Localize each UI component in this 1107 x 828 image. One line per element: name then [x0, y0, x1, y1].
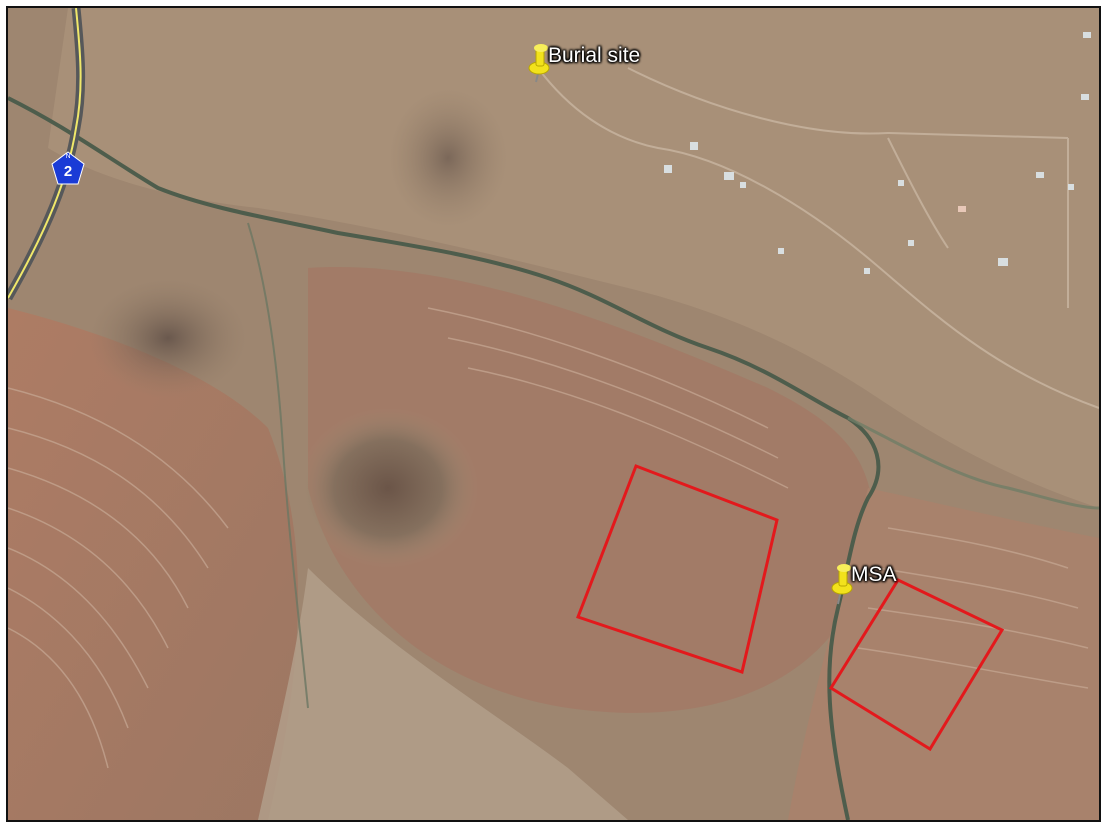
satellite-map[interactable]: [8, 8, 1099, 820]
terrain-dark-hill: [88, 278, 248, 398]
highway-centerline: [8, 8, 82, 299]
terrain-upper-plateau: [48, 8, 1099, 508]
dirt-tracks: [537, 67, 1099, 409]
terrain-left-fields: [8, 308, 298, 820]
terrain-right-fields: [788, 488, 1099, 820]
pushpin-icon[interactable]: [528, 44, 550, 83]
marker-label-msa[interactable]: MSA: [851, 563, 897, 586]
road-shield: [51, 151, 85, 185]
survey-area-1[interactable]: [576, 464, 779, 674]
map-frame: N 2 Burial site MSA: [6, 6, 1101, 822]
terrain-central-slope: [308, 267, 874, 713]
field-contour-lines: [8, 307, 1089, 769]
terrain-pale-valley: [258, 568, 628, 820]
terrain-depression: [298, 408, 478, 568]
road-shield-number: 2: [63, 163, 73, 180]
river-branch: [247, 222, 309, 709]
homesteads: [664, 32, 1091, 274]
road-shield-prefix: N: [65, 153, 71, 160]
pushpin-icon[interactable]: [831, 564, 853, 605]
river-bank: [847, 416, 1099, 510]
marker-label-burial-site[interactable]: Burial site: [548, 44, 641, 67]
terrain-dark-ridge: [388, 88, 508, 228]
survey-area-2[interactable]: [828, 578, 1005, 752]
